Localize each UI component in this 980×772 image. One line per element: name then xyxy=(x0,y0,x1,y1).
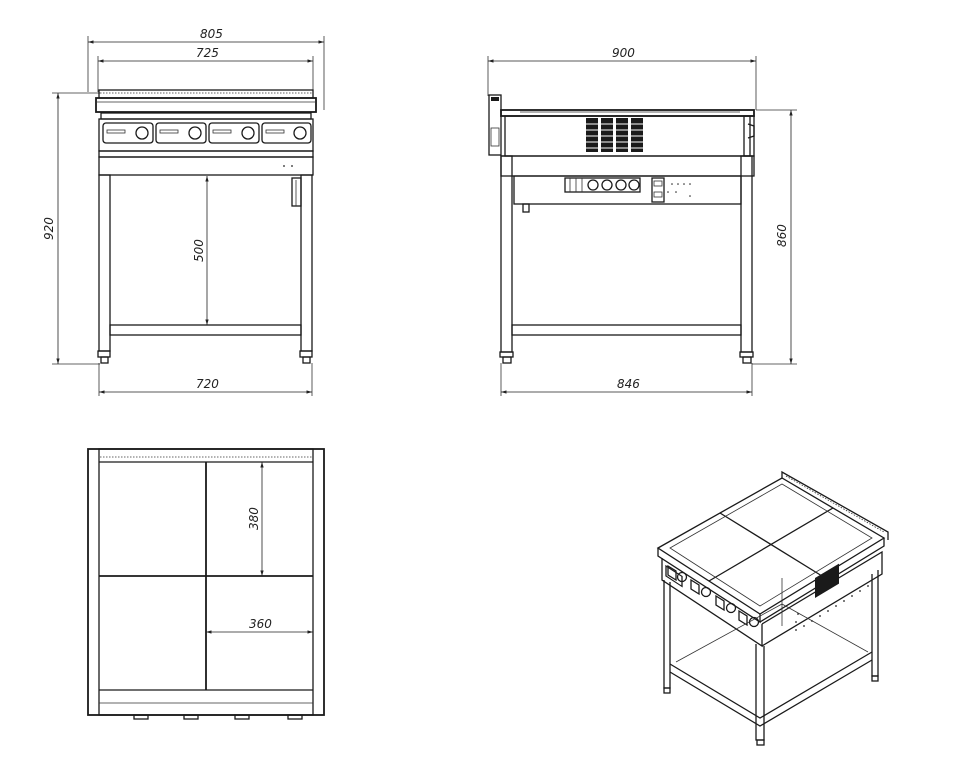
dim-top-plate-depth: 380 xyxy=(247,507,261,530)
sockets xyxy=(564,177,665,203)
top-view: 380 360 xyxy=(87,448,325,720)
side-view: 900 860 xyxy=(487,46,797,396)
dot-holes xyxy=(667,183,691,197)
isometric-view xyxy=(656,470,889,746)
dim-side-height: 860 xyxy=(775,224,789,247)
dim-top-plate-width: 360 xyxy=(249,617,272,631)
dim-front-leg-width: 720 xyxy=(196,377,219,391)
dim-front-top-width: 725 xyxy=(196,46,219,60)
dim-side-depth: 900 xyxy=(612,46,635,60)
dim-front-height: 920 xyxy=(42,217,56,240)
vent-grille xyxy=(586,118,643,152)
dim-front-shelf-gap: 500 xyxy=(192,239,206,262)
dim-front-total-width: 805 xyxy=(200,27,223,41)
iso-knobs xyxy=(665,564,760,628)
dim-side-leg-depth: 846 xyxy=(617,377,640,391)
hot-plates xyxy=(99,462,313,690)
control-knobs xyxy=(102,122,312,144)
iso-dots xyxy=(795,585,869,631)
front-view: 805 725 920 xyxy=(42,27,325,396)
